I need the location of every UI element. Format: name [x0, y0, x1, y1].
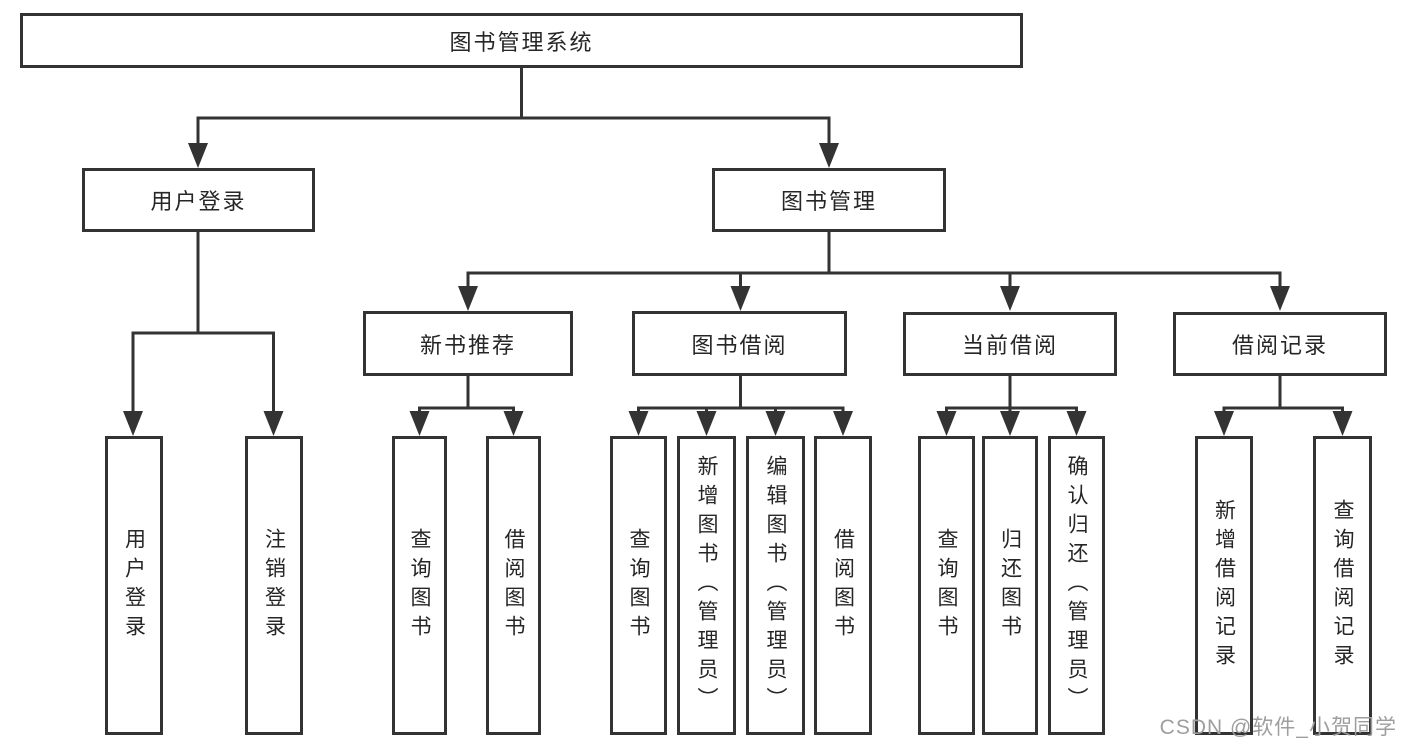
arrowhead	[503, 411, 524, 436]
node-book-borrow: 图书借阅	[632, 311, 847, 376]
arrowhead	[1270, 286, 1290, 311]
connector-borrow-records-to-leaves	[1222, 376, 1344, 411]
leaf-user-login: 用户登录	[105, 436, 163, 735]
leaf-current-query-books: 查询图书	[918, 436, 975, 735]
arrowhead	[458, 286, 478, 311]
leaf-borrow-borrow-books: 借阅图书	[814, 436, 872, 735]
watermark: CSDN @软件_小贺同学	[1159, 716, 1397, 739]
node-user-login: 用户登录	[82, 168, 315, 232]
arrowheads	[123, 143, 1353, 436]
leaf-records-add-record: 新增借阅记录	[1195, 436, 1253, 735]
connector-user-login-to-leaves	[131, 232, 275, 411]
arrowhead	[1332, 411, 1353, 436]
arrowhead	[1066, 411, 1087, 436]
leaf-newrec-borrow-books: 借阅图书	[486, 436, 541, 735]
node-library-management-system: 图书管理系统	[20, 13, 1023, 68]
leaf-borrow-edit-books-admin: 编辑图书（管理员）	[746, 436, 805, 735]
leaf-current-confirm-return-admin: 确认归还（管理员）	[1048, 436, 1105, 735]
arrowhead	[1000, 411, 1020, 436]
leaf-current-return-books: 归还图书	[982, 436, 1038, 735]
arrowhead	[628, 411, 649, 436]
arrowhead	[765, 411, 786, 436]
arrowhead	[1214, 411, 1234, 436]
arrowhead	[696, 411, 717, 436]
leaf-newrec-query-books: 查询图书	[392, 436, 447, 735]
arrowhead	[188, 143, 208, 168]
node-borrow-records: 借阅记录	[1173, 312, 1387, 376]
connector-current-borrow-to-leaves	[945, 376, 1078, 411]
node-new-book-recommend: 新书推荐	[363, 311, 573, 376]
arrowhead	[833, 411, 853, 436]
connector-root-to-level1	[196, 68, 831, 143]
arrowhead	[936, 411, 957, 436]
arrowhead	[263, 411, 284, 436]
leaf-borrow-query-books: 查询图书	[610, 436, 667, 735]
arrowhead	[819, 143, 839, 168]
node-current-borrow: 当前借阅	[903, 312, 1117, 376]
connector-book-management-to-level2	[466, 232, 1282, 286]
node-book-management: 图书管理	[712, 168, 946, 232]
arrowhead	[1000, 286, 1020, 311]
leaf-borrow-add-books-admin: 新增图书（管理员）	[677, 436, 736, 735]
arrowhead	[409, 411, 430, 436]
connector-new-book-recommend-to-leaves	[418, 376, 515, 411]
arrowhead	[123, 411, 143, 436]
leaf-logout: 注销登录	[245, 436, 303, 735]
leaf-records-query-record: 查询借阅记录	[1313, 436, 1372, 735]
connector-book-borrow-to-leaves	[637, 376, 845, 411]
arrowhead	[730, 286, 751, 311]
